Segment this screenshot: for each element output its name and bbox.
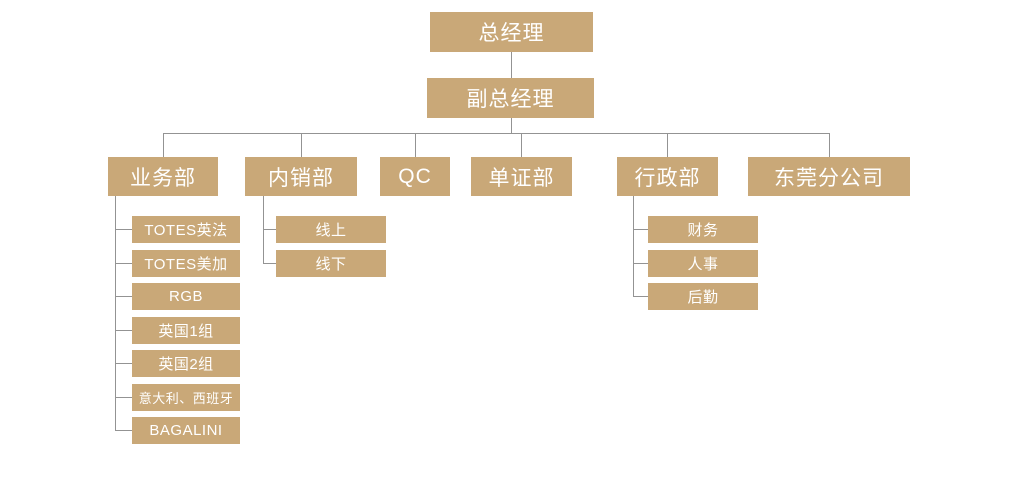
node-offline: 线下 (276, 250, 386, 277)
node-general-manager: 总经理 (430, 12, 593, 52)
connector-stub-offline (263, 263, 276, 264)
connector-stub-bagalini (115, 430, 132, 431)
connector-drop-admin (667, 133, 668, 157)
connector-drop-qc (415, 133, 416, 157)
connector-deputy-bar (511, 118, 512, 133)
connector-stub-hr (633, 263, 648, 264)
connector-stub-uk-group-1 (115, 330, 132, 331)
connector-stub-italy-spain (115, 397, 132, 398)
node-logistics: 后勤 (648, 283, 758, 310)
connector-rail-admin (633, 196, 634, 296)
connector-drop-dongguan (829, 133, 830, 157)
connector-departments-bar (163, 133, 829, 134)
node-bagalini: BAGALINI (132, 417, 240, 444)
node-totes-uk-france: TOTES英法 (132, 216, 240, 243)
connector-drop-documentation (521, 133, 522, 157)
node-deputy-general-manager: 副总经理 (427, 78, 594, 118)
connector-stub-finance (633, 229, 648, 230)
node-finance: 财务 (648, 216, 758, 243)
node-uk-group-2: 英国2组 (132, 350, 240, 377)
connector-stub-totes-us-canada (115, 263, 132, 264)
node-italy-spain: 意大利、西班牙 (132, 384, 240, 411)
node-rgb: RGB (132, 283, 240, 310)
connector-rail-business (115, 196, 116, 430)
node-online: 线上 (276, 216, 386, 243)
node-uk-group-1: 英国1组 (132, 317, 240, 344)
node-hr: 人事 (648, 250, 758, 277)
node-qc-dept: QC (380, 157, 450, 196)
node-admin-dept: 行政部 (617, 157, 718, 196)
connector-stub-online (263, 229, 276, 230)
connector-drop-domestic (301, 133, 302, 157)
connector-root-deputy (511, 52, 512, 78)
connector-drop-business (163, 133, 164, 157)
connector-stub-totes-uk-france (115, 229, 132, 230)
node-domestic-sales-dept: 内销部 (245, 157, 357, 196)
node-documentation-dept: 单证部 (471, 157, 572, 196)
node-totes-us-canada: TOTES美加 (132, 250, 240, 277)
node-business-dept: 业务部 (108, 157, 218, 196)
connector-stub-rgb (115, 296, 132, 297)
node-dongguan-branch: 东莞分公司 (748, 157, 910, 196)
connector-stub-logistics (633, 296, 648, 297)
connector-stub-uk-group-2 (115, 363, 132, 364)
